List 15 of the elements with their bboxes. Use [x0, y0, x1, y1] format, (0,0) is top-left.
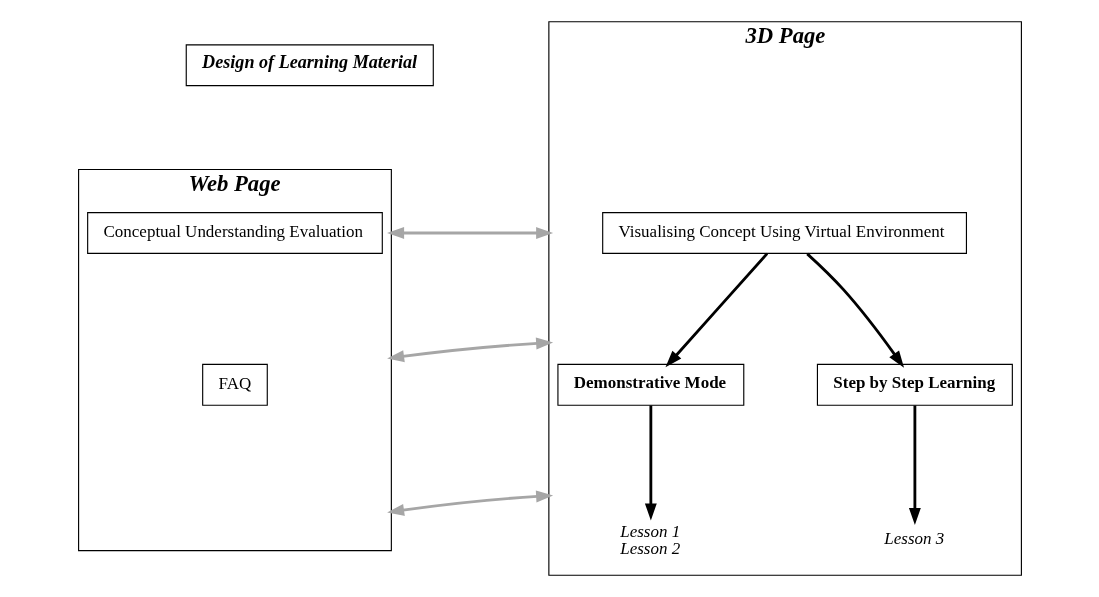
- node-box: Step by Step Learning: [816, 363, 1013, 406]
- arrow: [644, 405, 657, 521]
- node-box: Conceptual Understanding Evaluation: [86, 212, 383, 254]
- node-box: Demonstrative Mode: [556, 363, 744, 406]
- arrow: [386, 337, 553, 363]
- arrow: [805, 252, 904, 368]
- arrow: [908, 405, 921, 525]
- arrow: [665, 252, 768, 368]
- node-box: Visualising Concept Using Virtual Environment: [601, 212, 967, 254]
- arrow: [386, 227, 553, 239]
- arrow: [386, 490, 553, 516]
- node-text: Lesson 1 Lesson 2: [619, 521, 680, 558]
- node-box: Design of Learning Material: [185, 44, 434, 87]
- node-text: Lesson 3: [883, 529, 944, 549]
- node-box: FAQ: [201, 363, 268, 406]
